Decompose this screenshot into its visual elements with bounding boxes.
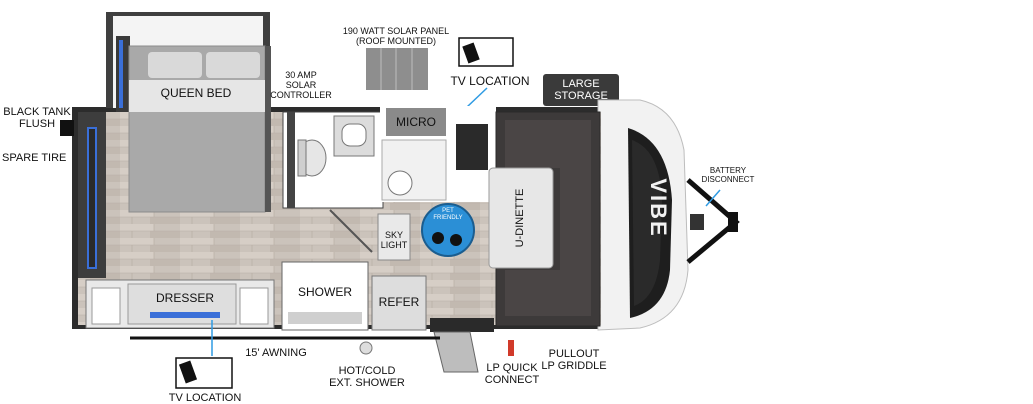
large-storage-box [543, 74, 619, 106]
refer [371, 275, 427, 331]
pullout-griddle-label: PULLOUT LP GRIDDLE [541, 348, 607, 372]
dresser-area [85, 279, 275, 329]
black-tank-flush-label: BLACK TANK FLUSH [3, 106, 71, 130]
solar-panel-label: 190 WATT SOLAR PANEL (ROOF MOUNTED) [342, 26, 450, 46]
micro-label: MICRO [396, 115, 436, 129]
lp-quick-connect-label: LP QUICK CONNECT [484, 362, 540, 386]
pet-friendly-badge [421, 203, 475, 257]
bedroom [106, 12, 271, 213]
queen-bed-label: QUEEN BED [160, 86, 232, 100]
refer-label: REFER [378, 295, 420, 309]
battery-pointer [705, 189, 721, 207]
u-dinette-label: U-DINETTE [514, 188, 526, 248]
large-storage-label: LARGE STORAGE [554, 78, 608, 102]
kitchen [380, 106, 496, 202]
pet-friendly-label: PET FRIENDLY [433, 208, 463, 221]
vibe-logo: VIBE [646, 178, 671, 238]
spare-tire-label: SPARE TIRE [2, 152, 67, 164]
rear-wall [60, 112, 106, 278]
bathroom [282, 111, 384, 253]
tv-icon-bottom [175, 357, 233, 389]
dresser-label: DRESSER [155, 291, 214, 305]
lp-quick-connect-marker [508, 340, 514, 356]
ext-shower-marker [359, 341, 373, 355]
tv-icon-top [458, 37, 514, 67]
u-dinette [488, 111, 601, 327]
battery-disconnect-label: BATTERY DISCONNECT [701, 166, 755, 184]
solar-controller-label: 30 AMP SOLAR CONTROLLER [270, 70, 332, 100]
ext-shower-label: HOT/COLD EXT. SHOWER [329, 365, 405, 389]
sky-light [377, 213, 411, 261]
awning-label: 15' AWNING [245, 347, 307, 359]
sky-light-label: SKY LIGHT [380, 230, 408, 250]
solar-panel [366, 48, 428, 90]
hitch [686, 178, 740, 264]
shower [281, 261, 369, 331]
entry-door [430, 318, 494, 373]
tv-location-top-label: TV LOCATION [450, 74, 530, 88]
shower-label: SHOWER [298, 285, 352, 299]
tv-location-bottom-label: TV LOCATION [168, 392, 242, 404]
